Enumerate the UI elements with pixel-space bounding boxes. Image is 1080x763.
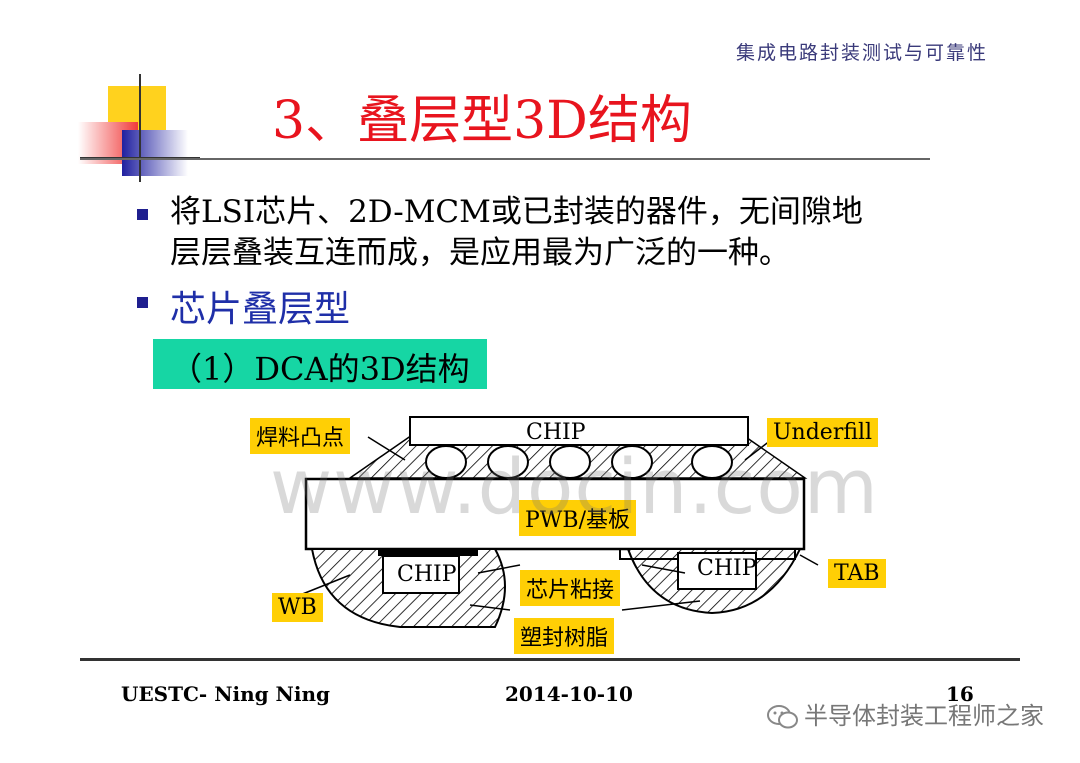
page-number: 16 bbox=[946, 682, 974, 706]
bottom-right-chip-label: CHIP bbox=[697, 556, 757, 581]
dca-3d-diagram bbox=[294, 416, 819, 628]
subheading-box bbox=[153, 339, 487, 389]
molding-resin-label: 塑封树脂 bbox=[514, 618, 615, 654]
title-decoration bbox=[78, 74, 200, 182]
solder-bump-label: 焊料凸点 bbox=[250, 418, 351, 454]
die-attach-label: 芯片粘接 bbox=[520, 570, 621, 606]
title-underline bbox=[80, 158, 930, 160]
bullet-1-line-2: 层层叠装互连而成，是应用最为广泛的一种。 bbox=[170, 235, 790, 271]
bullet-square-icon bbox=[137, 297, 148, 308]
wechat-account-name: 半导体封装工程师之家 bbox=[804, 702, 1044, 730]
footer-author: UESTC- Ning Ning bbox=[121, 682, 330, 706]
underfill-label: Underfill bbox=[767, 418, 879, 447]
wb-label: WB bbox=[272, 593, 323, 622]
tab-label: TAB bbox=[828, 559, 886, 588]
pwb-label: PWB/基板 bbox=[519, 500, 636, 536]
bottom-left-chip-label: CHIP bbox=[397, 562, 457, 587]
wechat-account: 半导体封装工程师之家 bbox=[766, 696, 1044, 731]
bullet-1-line-1: 将LSI芯片、2D-MCM或已封装的器件，无间隙地 bbox=[170, 194, 863, 230]
watermark: www.docin.com bbox=[270, 442, 879, 531]
bullet-text-2: 芯片叠层型 bbox=[170, 289, 351, 330]
footer-rule bbox=[80, 658, 1020, 661]
course-header: 集成电路封装测试与可靠性 bbox=[735, 42, 988, 64]
top-chip-shape bbox=[409, 416, 749, 446]
wechat-icon bbox=[767, 705, 798, 729]
top-chip-label: CHIP bbox=[526, 420, 586, 445]
bottom-left-chip-shape bbox=[382, 555, 460, 594]
footer-date: 2014-10-10 bbox=[505, 682, 633, 706]
bullet-text-1: 将LSI芯片、2D-MCM或已封装的器件，无间隙地 层层叠装互连而成，是应用最为… bbox=[170, 192, 970, 274]
slide-title: 3、叠层型3D结构 bbox=[272, 91, 692, 151]
subheading-text: （1）DCA的3D结构 bbox=[170, 350, 470, 388]
solder-bumps bbox=[425, 445, 733, 479]
bullet-square-icon bbox=[137, 209, 148, 220]
